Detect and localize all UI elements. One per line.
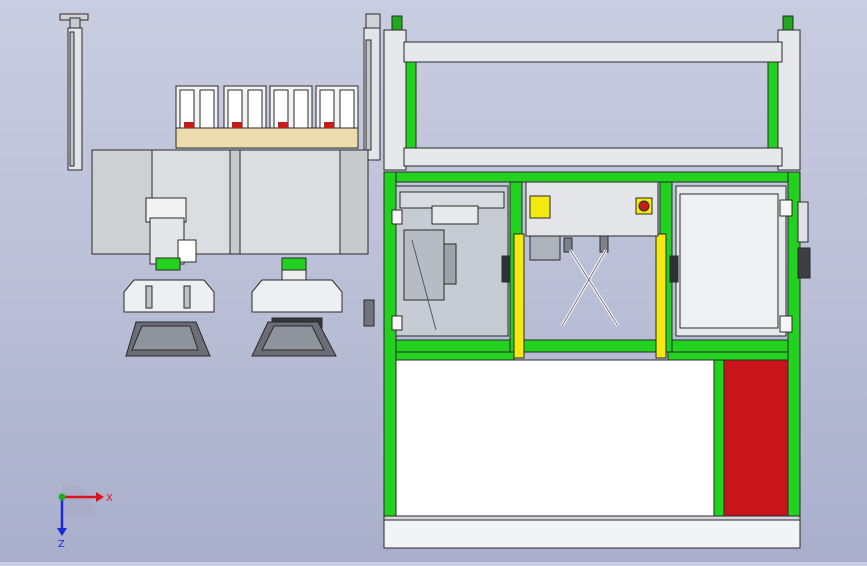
y-axis-dot <box>58 493 66 501</box>
triad-graphic: X Z <box>57 482 113 550</box>
z-axis-label: Z <box>58 539 65 550</box>
left-window <box>391 185 509 337</box>
lower-cabinet <box>383 359 801 549</box>
control-box <box>525 181 659 327</box>
left-column-1 <box>59 13 89 171</box>
orientation-triad: X Z <box>40 480 120 550</box>
right-door-panel <box>675 185 811 337</box>
drum-housing <box>91 149 369 265</box>
label-stack-group <box>175 85 359 149</box>
safety-posts <box>513 233 667 359</box>
z-axis-arrow <box>57 528 67 536</box>
applicator-head-left <box>123 279 215 357</box>
left-column-2 <box>363 13 381 161</box>
x-axis-label: X <box>106 493 113 504</box>
top-frame <box>383 15 801 171</box>
door-handles <box>363 255 679 327</box>
applicator-head-right <box>251 279 343 357</box>
x-axis-arrow <box>96 492 104 502</box>
triad-plane <box>62 482 96 516</box>
